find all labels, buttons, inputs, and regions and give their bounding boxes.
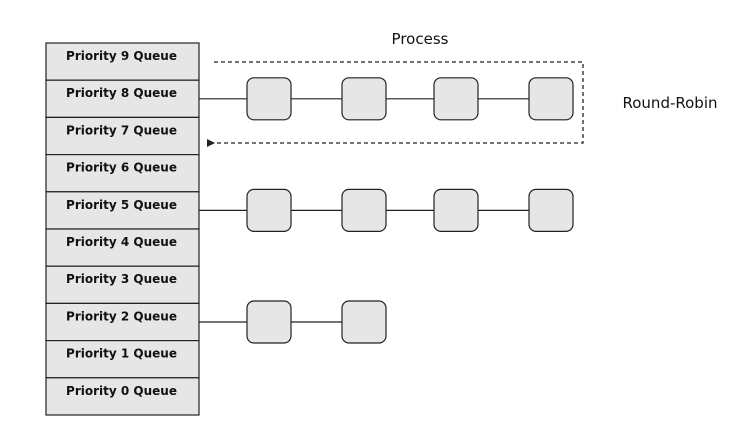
queue-row: [45, 228, 200, 267]
queue-label: Priority 3 Queue: [66, 272, 177, 286]
queue-label: Priority 9 Queue: [66, 49, 177, 63]
process-node: [246, 300, 292, 344]
process-chains: [199, 77, 574, 344]
queue-label: Priority 0 Queue: [66, 384, 177, 398]
process-node: [246, 77, 292, 121]
round-robin-label: Round-Robin: [623, 94, 718, 112]
queue-row: [45, 154, 200, 193]
queue-label: Priority 4 Queue: [66, 235, 177, 249]
process-node: [433, 77, 479, 121]
process-label: Process: [392, 30, 449, 48]
queue-row: [45, 302, 200, 342]
process-node: [341, 77, 387, 121]
process-node: [341, 300, 387, 344]
queue-label: Priority 6 Queue: [66, 161, 177, 175]
round-robin-loop-arrow: [207, 61, 584, 147]
process-node: [341, 188, 387, 232]
process-node: [528, 188, 574, 232]
queue-label: Priority 8 Queue: [66, 86, 177, 100]
queue-row: [45, 79, 200, 118]
queue-label: Priority 1 Queue: [66, 347, 177, 361]
process-node: [433, 188, 479, 232]
queue-label: Priority 7 Queue: [66, 123, 177, 137]
process-node: [246, 188, 292, 232]
queue-label: Priority 2 Queue: [66, 309, 177, 323]
queue-row: [45, 42, 200, 81]
queue-row: [45, 116, 200, 156]
queue-row: [45, 377, 200, 416]
process-node: [528, 77, 574, 121]
queue-label: Priority 5 Queue: [66, 198, 177, 212]
